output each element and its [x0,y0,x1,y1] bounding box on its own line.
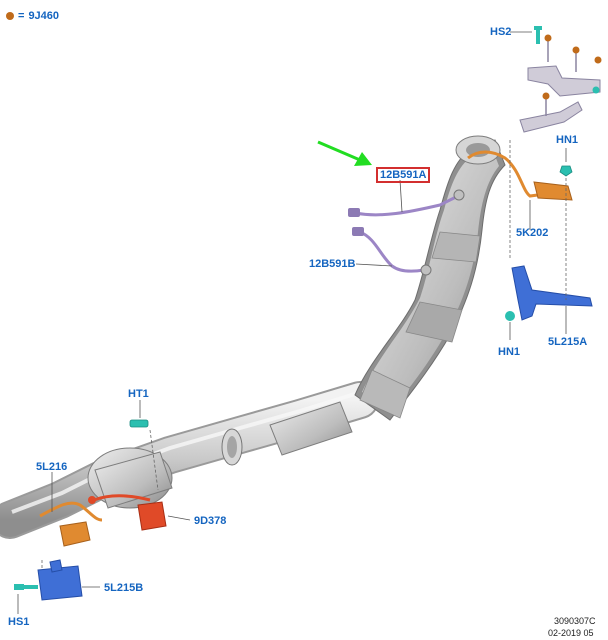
front-catalytic-converter [354,135,506,421]
label-5L215A[interactable]: 5L215A [548,336,588,348]
nut-hn1-top [559,165,573,177]
sensor-module-9D378 [88,494,167,531]
label-5L215B[interactable]: 5L215B [104,582,144,594]
sensor-5L216 [39,501,103,547]
legend-part: 9J460 [28,10,60,22]
legend-dot-icon [6,12,14,20]
nut-icon [505,311,515,321]
exhaust-pipe [0,381,379,539]
bracket-5L215A [505,265,593,321]
sensor-connector-icon [352,227,364,236]
legend-marker: = [18,10,25,22]
bolt-hs1 [14,584,38,590]
sensor-icon [420,264,432,276]
label-hs1[interactable]: HS1 [8,616,30,628]
fastener-ht1 [129,419,149,428]
label-12B591A-selected[interactable]: 12B591A [376,167,431,183]
figure-date: 02-2019 05 [548,628,594,638]
legend-dot-icon [594,56,602,64]
rear-catalyst-body [87,447,173,509]
label-12B591B[interactable]: 12B591B [309,258,356,270]
legend: = 9J460 [6,10,59,22]
bracket-5L215B [37,559,83,601]
label-5K202[interactable]: 5K202 [516,227,549,239]
sensor-connector-icon [348,208,360,217]
figure-code: 3090307C [554,616,596,626]
label-hn1-bottom[interactable]: HN1 [498,346,521,358]
label-9D378[interactable]: 9D378 [194,515,227,527]
legend-dot-icon [544,34,552,42]
label-ht1[interactable]: HT1 [128,388,149,400]
pointer-arrow [317,140,372,166]
label-5L216[interactable]: 5L216 [36,461,68,473]
label-hn1-top[interactable]: HN1 [556,134,579,146]
temp-sensor-5K202 [467,150,573,201]
leader-lines [41,140,567,590]
legend-dot-icon [542,92,550,100]
label-leaders [17,31,567,614]
pipe-flange [221,428,243,466]
legend-dot-icon [572,46,580,54]
sensor-icon [453,189,465,201]
bolt-hs2 [534,26,542,44]
nut-icon [592,86,600,94]
upper-heat-shield-bracket [519,34,602,133]
mid-pipe-shield [269,401,353,456]
label-hs2[interactable]: HS2 [490,26,512,38]
